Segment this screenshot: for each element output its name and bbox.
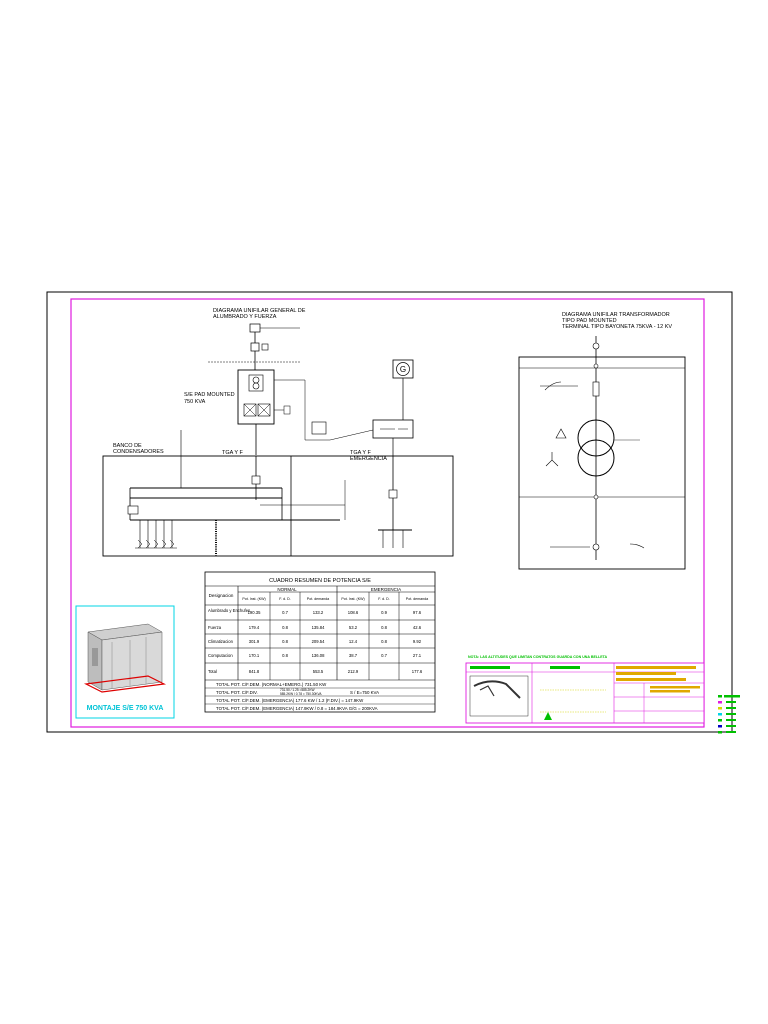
table-cell: 553.5 bbox=[313, 669, 324, 674]
total-line: TOTAL POT. C/F.DEM. (NORMAL+EMERG.) 731.… bbox=[216, 682, 327, 687]
tga-label: TGA Y F bbox=[222, 450, 244, 456]
layer-legend bbox=[718, 695, 740, 734]
row-name: Fuerza bbox=[208, 625, 222, 630]
left-title-line1: DIAGRAMA UNIFILAR GENERAL DE bbox=[213, 308, 306, 314]
total-line: TOTAL POT. C/F.DIV. bbox=[216, 690, 258, 695]
sub-header: Pot. demanda bbox=[406, 597, 428, 601]
table-cell: 0.7 bbox=[381, 653, 387, 658]
generator-symbol: G bbox=[400, 365, 406, 374]
summary-table: CUADRO RESUMEN DE POTENCIA S/E Designaci… bbox=[204, 571, 436, 713]
table-cell: 0.8 bbox=[282, 639, 288, 644]
table-cell: 9.92 bbox=[413, 639, 422, 644]
right-single-line-diagram: DIAGRAMA UNIFILAR TRANSFORMADOR TIPO PAD… bbox=[518, 312, 686, 570]
table-cell: 38.7 bbox=[349, 653, 358, 658]
table-cell: 0.8 bbox=[381, 625, 387, 630]
sub-header: Pot. demanda bbox=[307, 597, 329, 601]
left-title-line2: ALUMBRADO Y FUERZA bbox=[213, 314, 277, 320]
group-emergencia: EMERGENCIA bbox=[371, 587, 401, 592]
div-result: S / E=750 KVA bbox=[350, 690, 379, 695]
table-cell: 841.8 bbox=[249, 669, 260, 674]
table-cell: 97.6 bbox=[413, 610, 422, 615]
se-label-line2: 750 KVA bbox=[184, 399, 206, 405]
table-cell: 170.1 bbox=[249, 653, 260, 658]
right-title-line1: DIAGRAMA UNIFILAR TRANSFORMADOR bbox=[562, 312, 670, 318]
table-cell: 0.8 bbox=[282, 625, 288, 630]
tga-emerg-label-line2: EMERGENCIA bbox=[350, 456, 387, 462]
left-single-line-diagram: DIAGRAMA UNIFILAR GENERAL DE ALUMBRADO Y… bbox=[102, 308, 454, 557]
se-label-line1: S/E PAD MOUNTED bbox=[184, 392, 235, 398]
right-title-line2: TIPO PAD MOUNTED bbox=[562, 318, 617, 324]
banco-label-line2: CONDENSADORES bbox=[113, 449, 164, 455]
col-designacion: Designacion bbox=[209, 593, 234, 598]
table-cell: 0.7 bbox=[282, 610, 288, 615]
transformer-secondary bbox=[577, 439, 615, 477]
tga-emerg-label-line1: TGA Y F bbox=[350, 450, 372, 456]
total-line: TOTAL POT. C/F.DEM. (EMERGENCIA) 147.9KW… bbox=[216, 706, 378, 711]
row-name: Computacion bbox=[208, 653, 233, 658]
table-cell: 53.2 bbox=[349, 625, 358, 630]
summary-table-title: CUADRO RESUMEN DE POTENCIA S/E bbox=[269, 578, 371, 584]
transformer-enclosure bbox=[518, 356, 686, 570]
banco-label-line1: BANCO DE bbox=[113, 443, 142, 449]
row-name: Climatizacion bbox=[208, 639, 234, 644]
table-cell: 12.4 bbox=[349, 639, 358, 644]
div-note-line2: 585.2KW / 0.78 = 750.30KVA bbox=[280, 692, 322, 696]
row-name: Total bbox=[208, 669, 217, 674]
tga-board bbox=[102, 455, 454, 557]
table-cell: 136.08 bbox=[312, 653, 325, 658]
table-cell: 135.84 bbox=[312, 625, 325, 630]
sub-header: F. d. D. bbox=[378, 597, 389, 601]
table-cell: 0.8 bbox=[381, 639, 387, 644]
mv-switch-box bbox=[250, 342, 260, 352]
title-block-note: NOTA: LAS ALTITUDES QUE LIMITAN CONTRATO… bbox=[468, 655, 608, 659]
table-cell: 212.9 bbox=[348, 669, 359, 674]
title-block: NOTA: LAS ALTITUDES QUE LIMITAN CONTRATO… bbox=[465, 655, 705, 724]
table-cell: 179.4 bbox=[249, 625, 260, 630]
table-cell: 42.6 bbox=[413, 625, 422, 630]
montaje-label: MONTAJE S/E 750 KVA bbox=[87, 705, 164, 712]
row-name: Alumbrado y Enchufes bbox=[208, 608, 250, 613]
fuse bbox=[592, 381, 600, 397]
right-title-line3: TERMINAL TIPO BAYONETA 75KVA - 12 KV bbox=[562, 324, 672, 330]
table-cell: 108.6 bbox=[348, 610, 359, 615]
group-normal: NORMAL bbox=[277, 587, 297, 592]
table-cell: 209.54 bbox=[312, 639, 325, 644]
table-cell: 177.6 bbox=[412, 669, 423, 674]
sub-header: Pot. Inst. (KW) bbox=[341, 597, 364, 601]
total-line: TOTAL POT. C/F.DEM. (EMERGENCIA) 177.6 K… bbox=[216, 698, 364, 703]
table-cell: 27.1 bbox=[413, 653, 422, 658]
transformer-primary bbox=[577, 419, 615, 457]
montaje-panel: MONTAJE S/E 750 KVA bbox=[75, 605, 175, 719]
sub-header: F. d. D. bbox=[279, 597, 290, 601]
table-cell: 133.2 bbox=[313, 610, 324, 615]
div-note-line1: 731.50 / 1.25 =585.2KW bbox=[280, 688, 314, 692]
sub-header: Pot. Inst. (KW) bbox=[242, 597, 265, 601]
table-cell: 0.9 bbox=[381, 610, 387, 615]
inner-border bbox=[70, 298, 705, 728]
mv-meter-box bbox=[249, 323, 261, 333]
table-cell: 190.35 bbox=[248, 610, 261, 615]
table-cell: 0.8 bbox=[282, 653, 288, 658]
table-cell: 301.9 bbox=[249, 639, 260, 644]
